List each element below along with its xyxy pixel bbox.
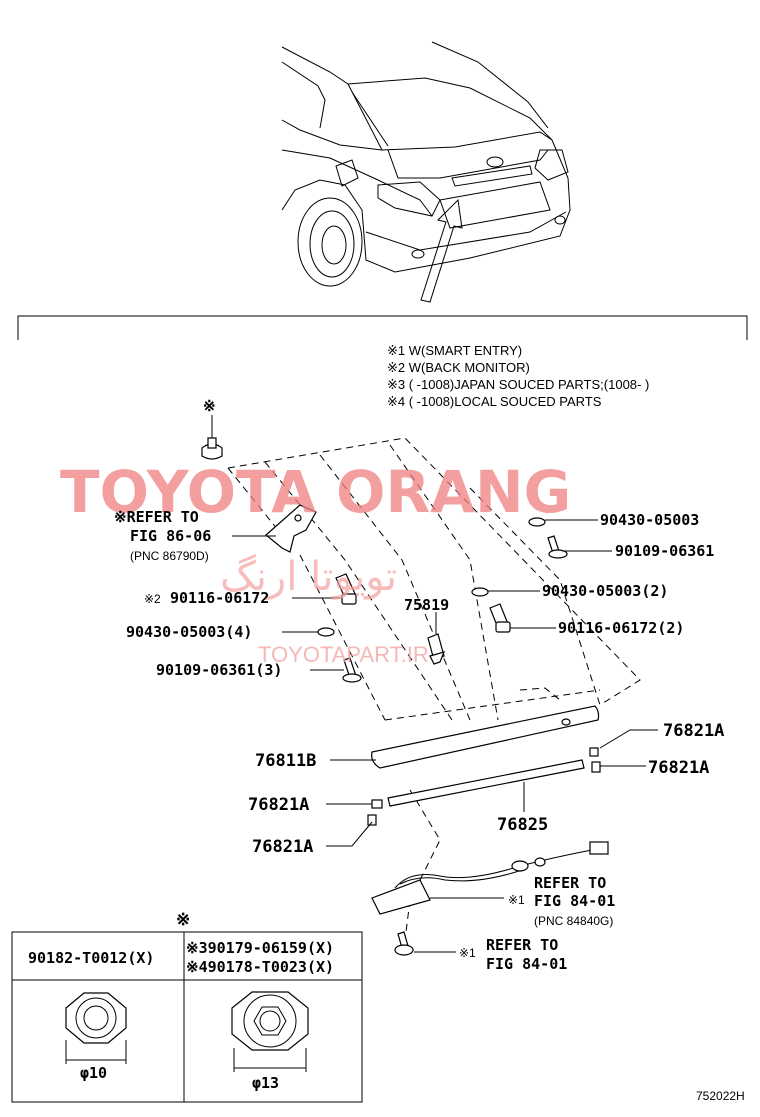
nut-left-part-number: 90182-T0012(X) — [28, 949, 154, 967]
callout-labels: ※ ※REFER TO FIG 86-06 (PNC 86790D) 90430… — [114, 397, 724, 973]
screw-90109-left — [342, 657, 362, 683]
label-90109-06361-right: 90109-06361 — [615, 542, 714, 560]
figure-id: 752022H — [696, 1089, 745, 1103]
leader-lines — [211, 415, 658, 953]
label-90430-05003-4: 90430-05003(4) — [126, 623, 252, 641]
clip-75819 — [427, 633, 446, 665]
label-90430-05003-2: 90430-05003(2) — [542, 582, 668, 600]
refer-84-01-a-line1: REFER TO — [534, 874, 606, 892]
nut-left-icon — [65, 992, 127, 1064]
note-back-monitor: ※2 W(BACK MONITOR) — [387, 360, 530, 375]
refer-86-06-line1: ※REFER TO — [114, 508, 199, 526]
moulding-76825 — [387, 759, 585, 807]
label-75819: 75819 — [404, 596, 449, 614]
label-90116-06172-left: 90116-06172 — [170, 589, 269, 607]
note-japan-sourced: ※3 ( -1008)JAPAN SOUCED PARTS;(1008- ) — [387, 377, 649, 392]
cap-76821A-lower-left — [367, 814, 377, 826]
watermark-persian: تویوتا ارنگ — [220, 554, 397, 600]
screw-lamp — [394, 931, 414, 956]
screw-90109-right — [547, 535, 568, 559]
screw-90116-left — [335, 573, 357, 605]
washer-90430-right-top — [528, 517, 546, 527]
nut-table: ※ 90182-T0012(X) ※390179-06159(X) ※49017… — [11, 910, 363, 1103]
parts — [201, 437, 609, 956]
refer-84-01-a-line2: FIG 84-01 — [534, 892, 615, 910]
refer-84-01-b-line2: FIG 84-01 — [486, 955, 567, 973]
washer-90430-middle — [471, 587, 489, 597]
bracket-part — [265, 504, 317, 553]
refer-84-01-a-pnc: (PNC 84840G) — [534, 914, 613, 928]
washer-90430-left — [317, 627, 335, 637]
label-90116-06172-2: 90116-06172(2) — [558, 619, 684, 637]
nut-left-dimension: φ10 — [80, 1064, 107, 1082]
diagram-frame — [17, 315, 748, 340]
cap-76821A-upper-right — [589, 747, 599, 757]
label-76811B: 76811B — [255, 751, 316, 771]
label-90109-06361-3: 90109-06361(3) — [156, 661, 282, 679]
garnish-76811B — [371, 705, 600, 769]
nut-right-icon — [231, 991, 309, 1072]
refer-84-01-a-marker: ※1 — [508, 893, 525, 907]
watermark-brand: TOYOTA ORANG — [60, 458, 571, 526]
cap-76821A-lower-right — [591, 761, 601, 773]
watermark: TOYOTA ORANG تویوتا ارنگ TOYOTAPART.IR — [60, 458, 571, 667]
nut-table-marker: ※ — [176, 910, 190, 930]
refer-84-01-b-line1: REFER TO — [486, 936, 558, 954]
watermark-url: TOYOTAPART.IR — [258, 642, 429, 667]
license-lamp-assembly — [371, 841, 609, 915]
refer-86-06-line2: FIG 86-06 — [130, 527, 211, 545]
screw-90116-right — [489, 603, 511, 633]
note-smart-entry: ※1 W(SMART ENTRY) — [387, 343, 522, 358]
car-rear-illustration — [281, 41, 571, 303]
label-90430-05003-top: 90430-05003 — [600, 511, 699, 529]
note-local-sourced: ※4 ( -1008)LOCAL SOUCED PARTS — [387, 394, 602, 409]
cap-76821A-upper-left — [371, 799, 383, 809]
refer-84-01-b-marker: ※1 — [459, 946, 476, 960]
assembly-dashed-outline — [227, 437, 641, 941]
nut-right-part-number-1: ※390179-06159(X) — [186, 939, 334, 957]
label-76821A-lower-left: 76821A — [252, 837, 313, 857]
label-76825: 76825 — [497, 815, 548, 835]
label-back-monitor-marker: ※2 — [144, 592, 161, 606]
label-76821A-upper-left: 76821A — [248, 795, 309, 815]
label-76821A-lower-right: 76821A — [648, 758, 709, 778]
label-76821A-upper-right: 76821A — [663, 721, 724, 741]
nut-table-border — [11, 931, 363, 1103]
nut-right-part-number-2: ※490178-T0023(X) — [186, 958, 334, 976]
notes-block: ※1 W(SMART ENTRY) ※2 W(BACK MONITOR) ※3 … — [387, 343, 649, 409]
nut-right-dimension: φ13 — [252, 1074, 279, 1092]
refer-86-06-pnc: (PNC 86790D) — [130, 549, 209, 563]
clip-marker: ※ — [203, 397, 216, 415]
clip-part — [201, 437, 223, 460]
